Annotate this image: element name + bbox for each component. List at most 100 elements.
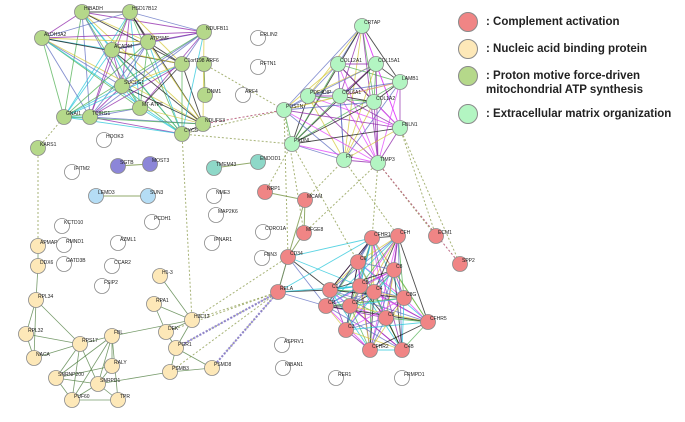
node-rps17[interactable]: RPS17 (72, 336, 99, 352)
node-circle[interactable] (104, 328, 120, 344)
node-frmpd1[interactable]: FRMPD1 (394, 370, 425, 386)
node-circle[interactable] (104, 42, 120, 58)
node-circle[interactable] (275, 360, 291, 376)
node-circle[interactable] (257, 184, 273, 200)
node-circle[interactable] (48, 370, 64, 386)
node-snrpd1[interactable]: SNRPD1 (90, 376, 121, 392)
node-circle[interactable] (352, 278, 368, 294)
node-circle[interactable] (26, 350, 42, 366)
node-cr[interactable]: CR (318, 298, 336, 314)
node-circle[interactable] (144, 214, 160, 230)
node-h1-3[interactable]: H1-3 (152, 268, 174, 284)
node-fsip2[interactable]: FSIP2 (94, 278, 119, 294)
node-ecm1[interactable]: ECM1 (428, 228, 453, 244)
node-circle[interactable] (276, 102, 292, 118)
node-circle[interactable] (364, 230, 380, 246)
node-circle[interactable] (90, 376, 106, 392)
node-circle[interactable] (18, 326, 34, 342)
node-circle[interactable] (82, 109, 98, 125)
node-mfge8[interactable]: MFGE8 (296, 225, 324, 241)
node-circle[interactable] (255, 224, 271, 240)
node-col12a1[interactable]: COL12A1 (330, 56, 363, 72)
node-spp2[interactable]: SPP2 (452, 256, 476, 272)
node-nrp1[interactable]: NRP1 (257, 184, 281, 200)
node-circle[interactable] (322, 282, 338, 298)
node-circle[interactable] (110, 235, 126, 251)
node-pgr1[interactable]: PGR1 (168, 340, 192, 356)
node-erlin2[interactable]: ERLIN2 (250, 30, 278, 46)
node-circle[interactable] (54, 218, 70, 234)
node-tpr[interactable]: TPR (110, 392, 131, 408)
node-circle[interactable] (396, 290, 412, 306)
node-circle[interactable] (56, 237, 72, 253)
node-circle[interactable] (94, 278, 110, 294)
node-circle[interactable] (394, 370, 410, 386)
node-circle[interactable] (366, 94, 382, 110)
node-hook3[interactable]: HOOK3 (96, 132, 124, 148)
node-sgtb[interactable]: SGTB (110, 158, 135, 174)
node-circle[interactable] (204, 235, 220, 251)
node-tmem43[interactable]: TMEM43 (206, 160, 237, 176)
node-circle[interactable] (452, 256, 468, 272)
node-circle[interactable] (390, 228, 406, 244)
node-circle[interactable] (366, 284, 382, 300)
node-circle[interactable] (140, 34, 156, 50)
node-rpl32[interactable]: RPL32 (18, 326, 44, 342)
node-pde4dip[interactable]: PDE4DIP (300, 88, 333, 104)
node-circle[interactable] (162, 364, 178, 380)
node-circle[interactable] (362, 342, 378, 358)
node-circle[interactable] (428, 228, 444, 244)
node-c1[interactable]: C1 (322, 282, 339, 298)
node-c8g[interactable]: C8G (396, 290, 417, 306)
node-circle[interactable] (318, 298, 334, 314)
node-circle[interactable] (386, 262, 402, 278)
node-circle[interactable] (168, 340, 184, 356)
node-ccar2[interactable]: CCAR2 (104, 258, 132, 274)
node-c9[interactable]: C9 (378, 310, 395, 326)
node-circle[interactable] (30, 238, 46, 254)
node-circle[interactable] (392, 120, 408, 136)
node-circle[interactable] (206, 188, 222, 204)
node-circle[interactable] (342, 298, 358, 314)
node-circle[interactable] (394, 342, 410, 358)
node-circle[interactable] (296, 225, 312, 241)
node-coro1a[interactable]: CORO1A (255, 224, 287, 240)
node-cycs[interactable]: CYCS (174, 126, 199, 142)
node-circle[interactable] (206, 160, 222, 176)
node-acadm[interactable]: ACADM (104, 42, 133, 58)
node-circle[interactable] (174, 56, 190, 72)
node-rmnd1[interactable]: RMND1 (56, 237, 84, 253)
node-gatd3b[interactable]: GATD3B (56, 256, 87, 272)
node-circle[interactable] (280, 249, 296, 265)
node-circle[interactable] (338, 322, 354, 338)
node-circle[interactable] (196, 24, 212, 40)
node-c4b[interactable]: C4B (394, 342, 415, 358)
node-cd34[interactable]: CD34 (280, 249, 304, 265)
node-circle[interactable] (132, 100, 148, 116)
node-sun3[interactable]: SUN3 (140, 188, 164, 204)
node-azml1[interactable]: AZML1 (110, 235, 137, 251)
node-circle[interactable] (104, 258, 120, 274)
node-circle[interactable] (158, 324, 174, 340)
node-circle[interactable] (420, 314, 436, 330)
node-cfhr2[interactable]: CFHR2 (362, 342, 389, 358)
node-circle[interactable] (72, 336, 88, 352)
node-fbn3[interactable]: FBN3 (254, 250, 278, 266)
node-pxdnl[interactable]: PXDNL (284, 136, 311, 152)
node-cfhr1[interactable]: CFHR1 (364, 230, 391, 246)
node-c8[interactable]: C8 (386, 262, 403, 278)
node-snrnp200[interactable]: SNRNP200 (48, 370, 85, 386)
node-circle[interactable] (370, 155, 386, 171)
node-c1orf198[interactable]: C1orf198 (174, 56, 205, 72)
node-ddx6[interactable]: DDX6 (30, 258, 54, 274)
node-circle[interactable] (34, 30, 50, 46)
node-kars1[interactable]: KARS1 (30, 140, 57, 156)
node-circle[interactable] (235, 87, 251, 103)
node-circle[interactable] (274, 337, 290, 353)
node-puf60[interactable]: PUF60 (64, 392, 90, 408)
node-c6[interactable]: C6 (350, 254, 367, 270)
node-circle[interactable] (28, 292, 44, 308)
node-circle[interactable] (64, 164, 80, 180)
node-circle[interactable] (142, 156, 158, 172)
node-circle[interactable] (332, 88, 348, 104)
